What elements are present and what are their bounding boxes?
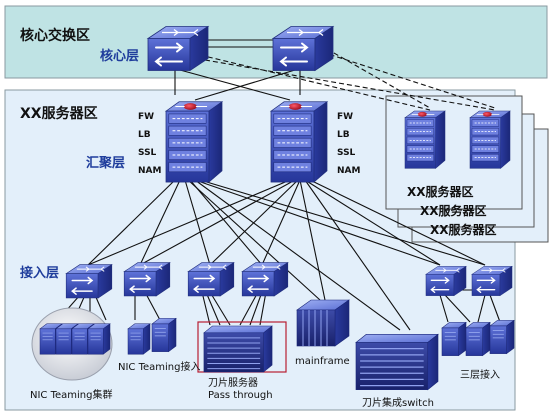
nic-server-1-icon	[127, 323, 151, 355]
blade-passthrough-icon	[203, 325, 273, 373]
service-lb-left: LB	[138, 130, 151, 140]
remote-zone-title-2: XX服务器区	[420, 203, 487, 218]
service-lb-right: LB	[337, 130, 350, 140]
remote-links	[199, 44, 496, 111]
access-switch-1-icon	[65, 263, 113, 299]
server-zone-title: XX服务器区	[20, 105, 98, 122]
aggregation-layer-label: 汇聚层	[86, 156, 125, 171]
access-switch-6-icon	[471, 265, 513, 297]
blade-switch-chassis-icon	[355, 333, 439, 391]
label-l3-access: 三层接入	[460, 368, 500, 381]
service-nam-left: NAM	[138, 166, 161, 176]
label-mainframe: mainframe	[295, 356, 350, 367]
links	[57, 39, 501, 331]
l3-server-2-icon	[465, 322, 491, 356]
label-blade-switch: 刀片集成switch	[362, 396, 434, 409]
access-layer-label: 接入层	[20, 265, 59, 281]
l3-server-1-icon	[441, 322, 467, 356]
remote-aggregation-switch-left-icon	[404, 110, 446, 169]
aggregation-switch-left-icon	[165, 101, 223, 183]
access-switch-3-icon	[187, 261, 235, 297]
core-zone-title: 核心交换区	[20, 27, 90, 44]
access-switch-5-icon	[425, 265, 467, 297]
service-ssl-left: SSL	[138, 148, 157, 158]
label-nic-access: NIC Teaming接入	[118, 360, 201, 373]
core-switch-right-icon	[271, 25, 335, 72]
bottom-labels: NIC Teaming集群 NIC Teaming接入 刀片服务器 Pass t…	[30, 356, 500, 409]
core-layer-label: 核心层	[100, 48, 139, 64]
service-ssl-right: SSL	[337, 148, 356, 158]
l3-server-3-icon	[489, 320, 515, 354]
cluster-server-4-icon	[87, 323, 111, 355]
remote-server-zones: XX服务器区 XX服务器区 XX服务器区	[385, 95, 549, 243]
service-fw-left: FW	[138, 112, 154, 122]
remote-zone-title-3: XX服务器区	[430, 222, 497, 237]
mainframe-icon	[296, 299, 350, 347]
label-blade-pass-2: Pass through	[208, 390, 273, 401]
service-labels-right: FW LB SSL NAM	[337, 112, 360, 176]
aggregation-switch-right-icon	[270, 101, 328, 183]
label-nic-cluster: NIC Teaming集群	[30, 388, 113, 401]
core-switch-left-icon	[146, 25, 210, 72]
remote-zone-title-1: XX服务器区	[407, 184, 474, 199]
service-labels-left: FW LB SSL NAM	[138, 112, 161, 176]
remote-aggregation-switch-right-icon	[469, 110, 511, 169]
access-switch-2-icon	[123, 261, 171, 297]
service-fw-right: FW	[337, 112, 353, 122]
label-blade-pass-1: 刀片服务器	[208, 376, 258, 389]
service-nam-right: NAM	[337, 166, 360, 176]
access-switch-4-icon	[241, 261, 289, 297]
nic-server-2-icon	[151, 318, 177, 352]
